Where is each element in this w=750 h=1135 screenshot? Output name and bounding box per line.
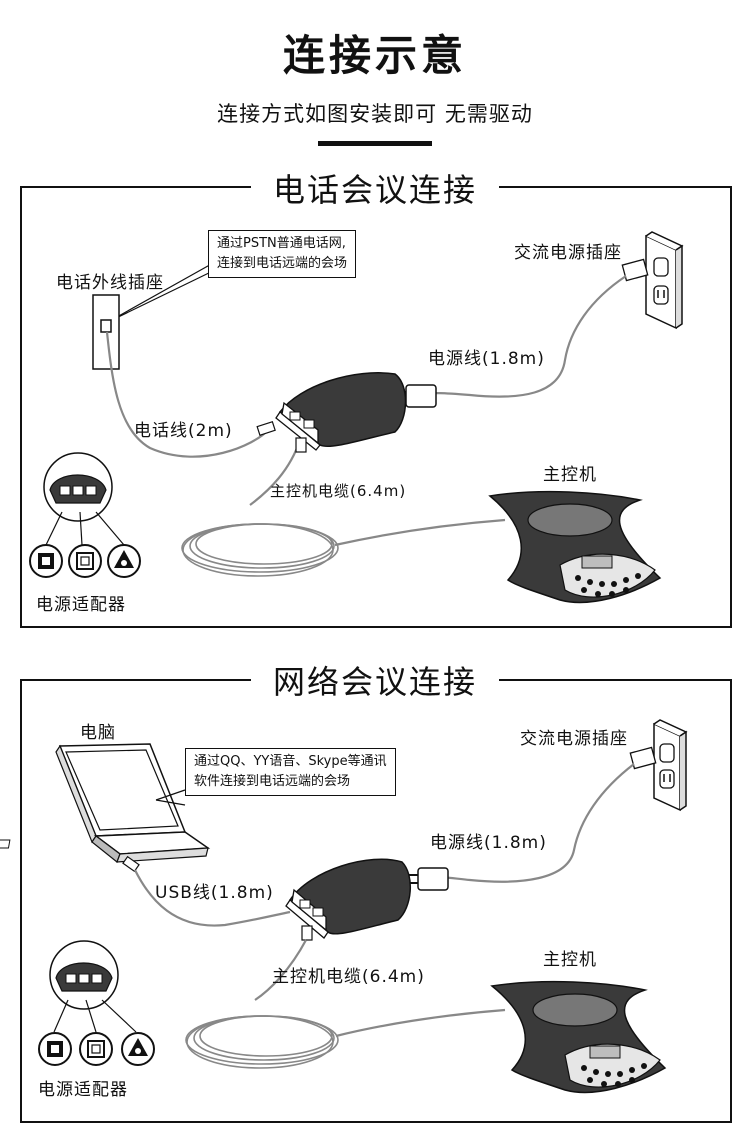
phone-port-icon: [38, 1032, 72, 1066]
phone-port-icon: [29, 544, 63, 578]
power-cable: [431, 763, 635, 883]
phone-jack-label: 电话外线插座: [56, 273, 164, 293]
phone-cable-label: 电话线(2m): [134, 421, 233, 441]
page-subtitle: 连接方式如图安装即可 无需驱动: [217, 102, 533, 126]
main-cable-label: 主控机电缆(6.4m): [272, 967, 425, 987]
adapter-label: 电源适配器: [36, 595, 126, 615]
phone-cable: [105, 331, 269, 458]
main-unit-label: 主控机: [543, 950, 597, 970]
cable-coil: [181, 523, 339, 577]
main-cable-label: 主控机电缆(6.4m): [270, 482, 407, 500]
computer-label: 电脑: [80, 723, 116, 743]
network-section-title: 网络会议连接: [0, 657, 750, 703]
page-title: 连接示意: [282, 31, 467, 80]
network-port-icon: [79, 1032, 113, 1066]
usb-cable-label: USB线(1.8m): [155, 883, 274, 903]
hub-box: [275, 372, 407, 451]
phone-connection-diagram: [29, 231, 684, 604]
network-connection-diagram: [0, 719, 688, 1094]
speaker-port-icon: [121, 1032, 155, 1066]
ac-outlet-icon: [645, 231, 684, 330]
speaker-port-icon: [107, 544, 141, 578]
phone-jack-icon: [92, 294, 120, 370]
main-unit-icon: [488, 490, 662, 604]
power-cable: [419, 275, 627, 398]
phone-callout-line1: 通过PSTN普通电话网,: [217, 236, 346, 251]
hub-box: [285, 858, 412, 939]
laptop-icon: [0, 743, 211, 863]
power-adapter-icon: [43, 452, 113, 522]
main-unit-icon: [490, 980, 667, 1094]
usb-cable: [134, 869, 291, 927]
ac-outlet-icon: [653, 719, 688, 812]
main-unit-label: 主控机: [543, 465, 597, 485]
ac-outlet-label: 交流电源插座: [514, 243, 622, 263]
network-callout-line2: 软件连接到电话远端的会场: [194, 774, 351, 789]
network-port-icon: [68, 544, 102, 578]
adapter-label: 电源适配器: [38, 1080, 128, 1100]
power-adapter-icon: [49, 940, 119, 1010]
power-plug-icon: [408, 867, 449, 891]
ac-outlet-label: 交流电源插座: [520, 729, 628, 749]
network-callout: 通过QQ、YY语音、Skype等通讯 软件连接到电话远端的会场: [185, 748, 396, 796]
power-cable-label: 电源线(1.8m): [428, 349, 545, 369]
power-cable-label: 电源线(1.8m): [430, 833, 547, 853]
phone-section-title: 电话会议连接: [0, 165, 750, 211]
title-underline: [318, 141, 432, 146]
main-unit-cable: [254, 939, 307, 1001]
phone-callout: 通过PSTN普通电话网, 连接到电话远端的会场: [208, 230, 357, 278]
network-callout-line1: 通过QQ、YY语音、Skype等通讯: [194, 754, 387, 769]
phone-callout-line2: 连接到电话远端的会场: [217, 256, 348, 271]
cable-coil: [185, 1015, 339, 1069]
